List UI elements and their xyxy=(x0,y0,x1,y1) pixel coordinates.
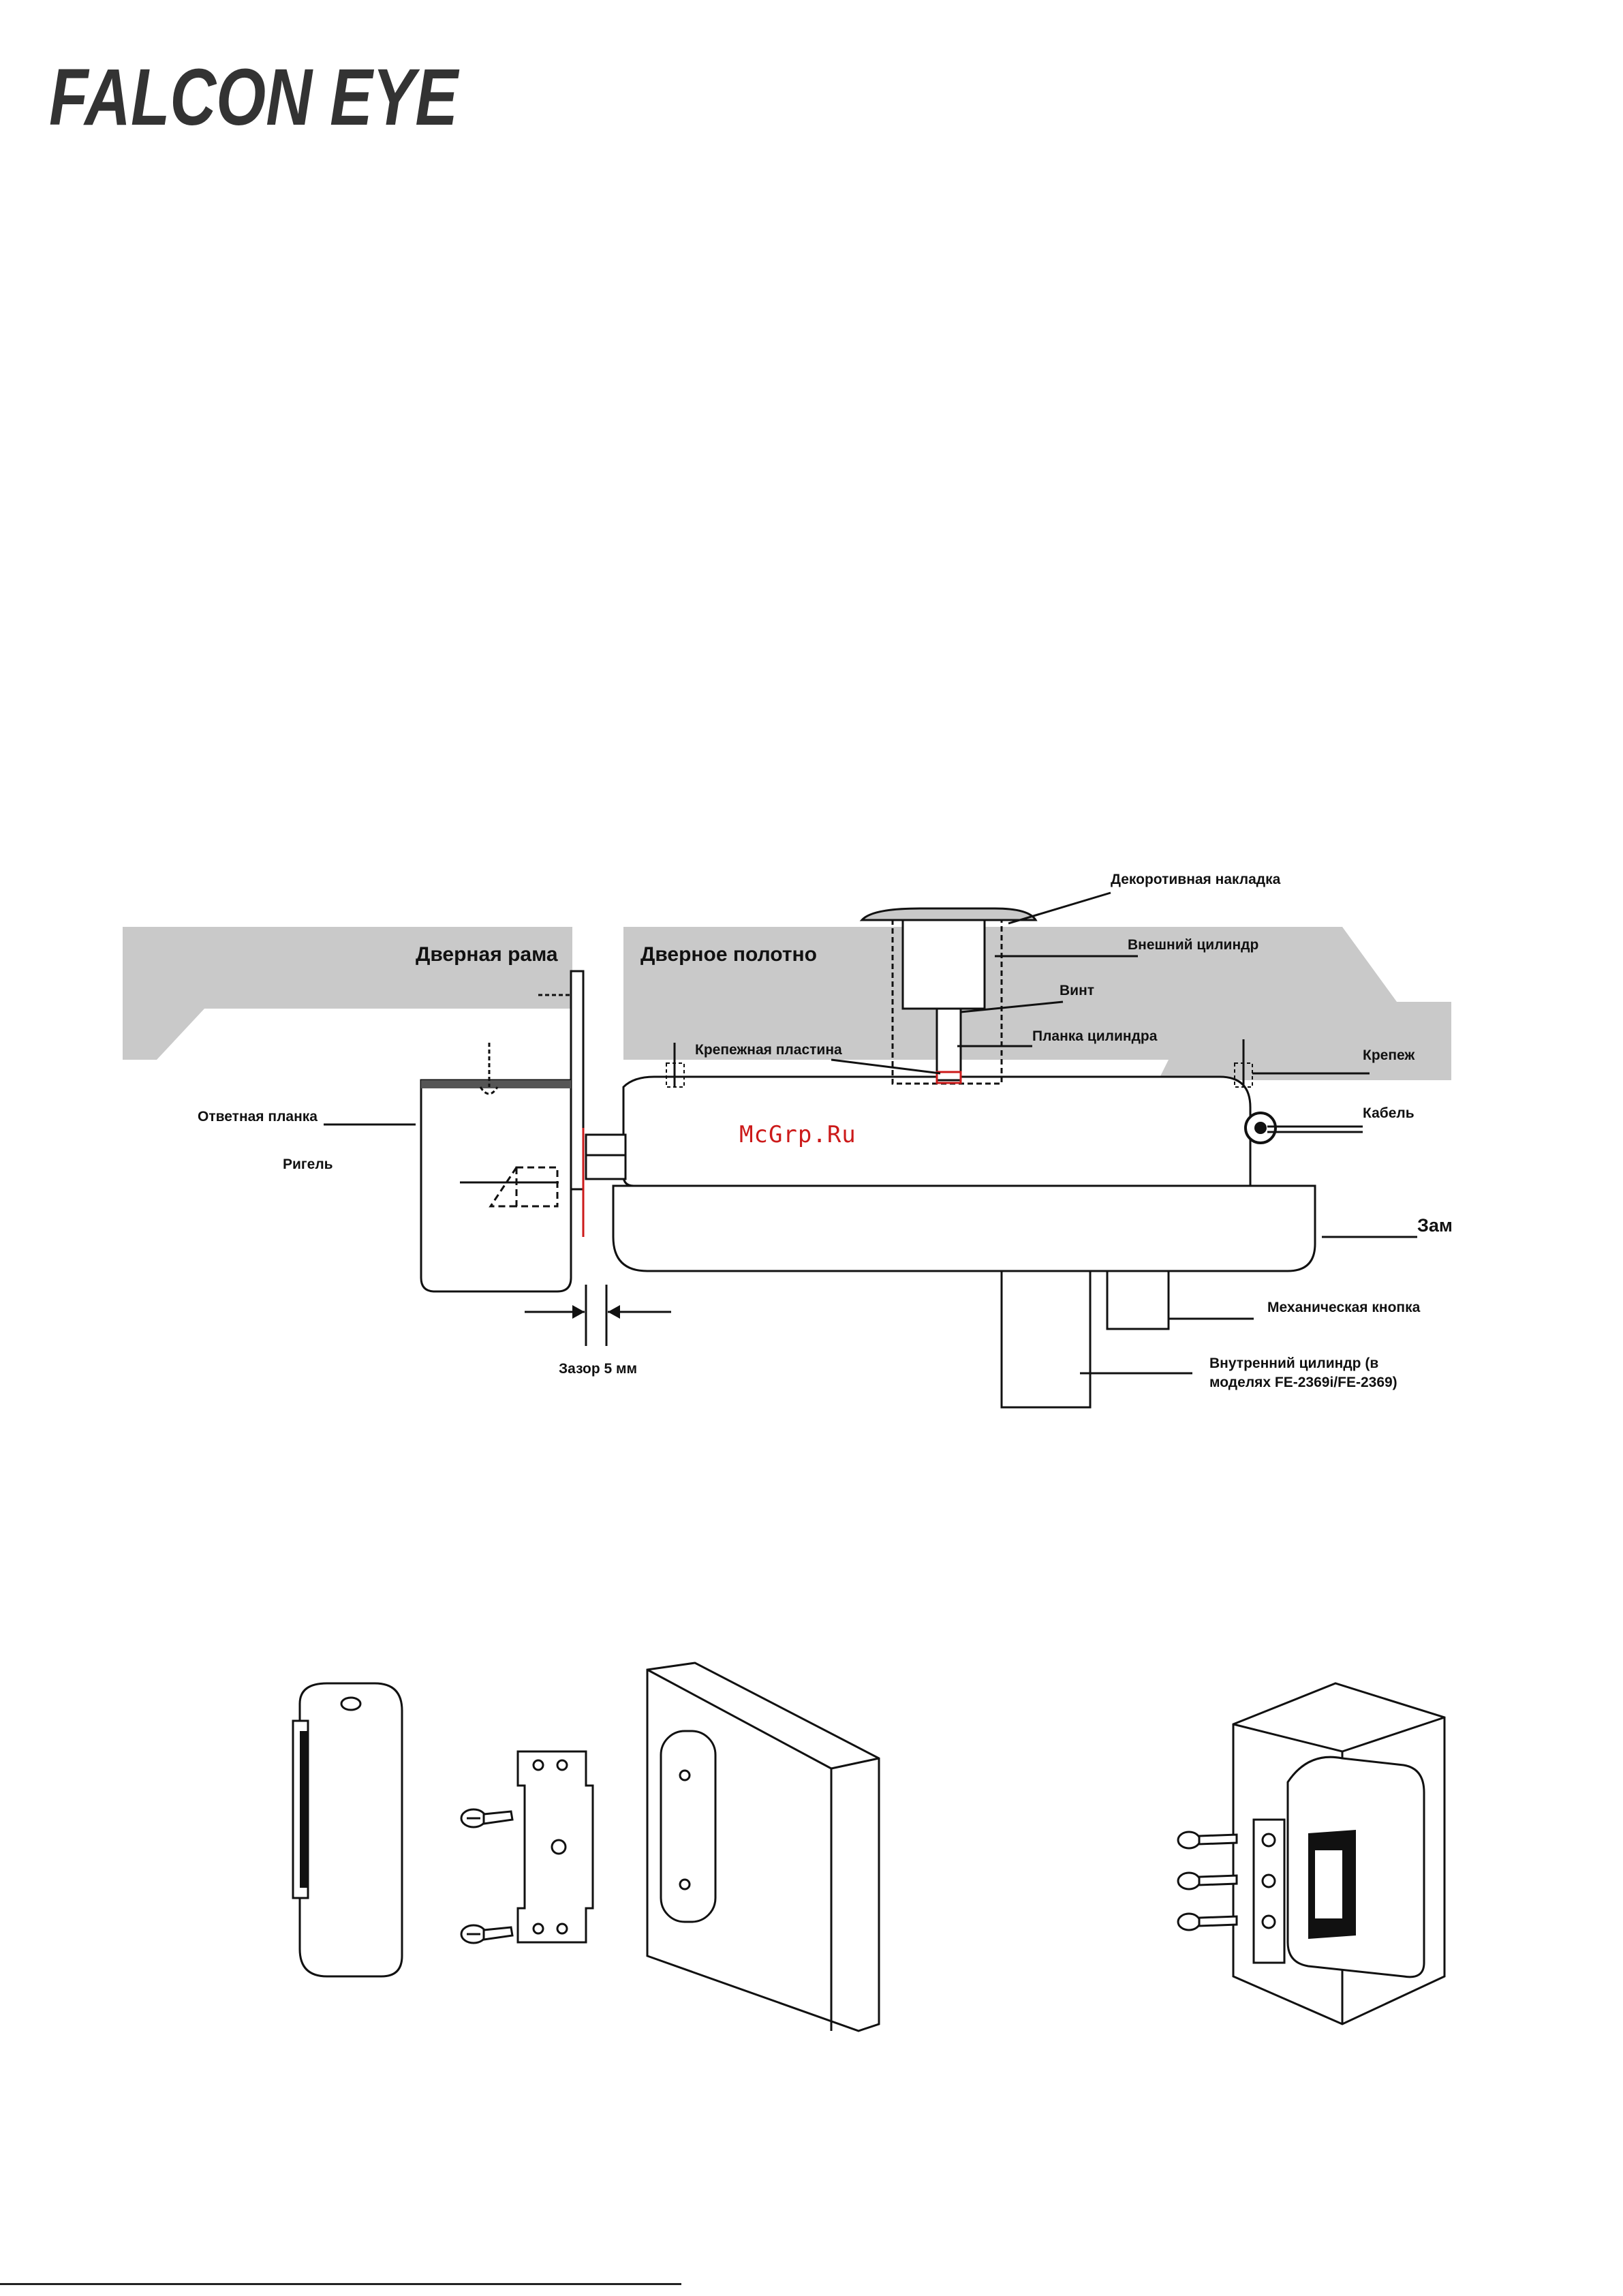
label-inner-cylinder-1: Внутренний цилиндр (в xyxy=(1209,1356,1378,1371)
strike-assembly-illustration xyxy=(273,1656,886,2038)
label-mechanical-button: Механическая кнопка xyxy=(1267,1300,1421,1315)
footer-rule xyxy=(0,2283,681,2285)
logo-text: FALCON EYE xyxy=(49,52,460,140)
label-strike-plate: Ответная планка xyxy=(198,1109,318,1124)
label-lock: Замок xyxy=(1417,1215,1451,1236)
label-mounting-plate: Крепежная пластина xyxy=(695,1042,842,1058)
label-inner-cylinder-2: моделях FE-2369i/FE-2369) xyxy=(1209,1375,1397,1390)
label-door-frame: Дверная рама xyxy=(416,943,558,966)
label-decorative-cover: Декоротивная накладка xyxy=(1111,872,1281,887)
label-screw: Винт xyxy=(1060,983,1094,998)
label-cable: Кабель xyxy=(1363,1105,1415,1121)
falcon-eye-logo: FALCON EYE xyxy=(49,37,472,140)
label-fastener: Крепеж xyxy=(1363,1047,1415,1063)
label-outer-cylinder: Внешний цилиндр xyxy=(1128,937,1258,953)
screw-icon xyxy=(461,1809,512,1943)
label-bolt: Ригель xyxy=(283,1157,333,1172)
label-cylinder-plate: Планка цилиндра xyxy=(1032,1028,1158,1044)
label-gap: Зазор 5 мм xyxy=(559,1361,637,1377)
label-door-leaf: Дверное полотно xyxy=(640,943,817,966)
watermark: McGrp.Ru xyxy=(739,1121,856,1148)
assembled-strike-illustration xyxy=(1172,1677,1458,2031)
